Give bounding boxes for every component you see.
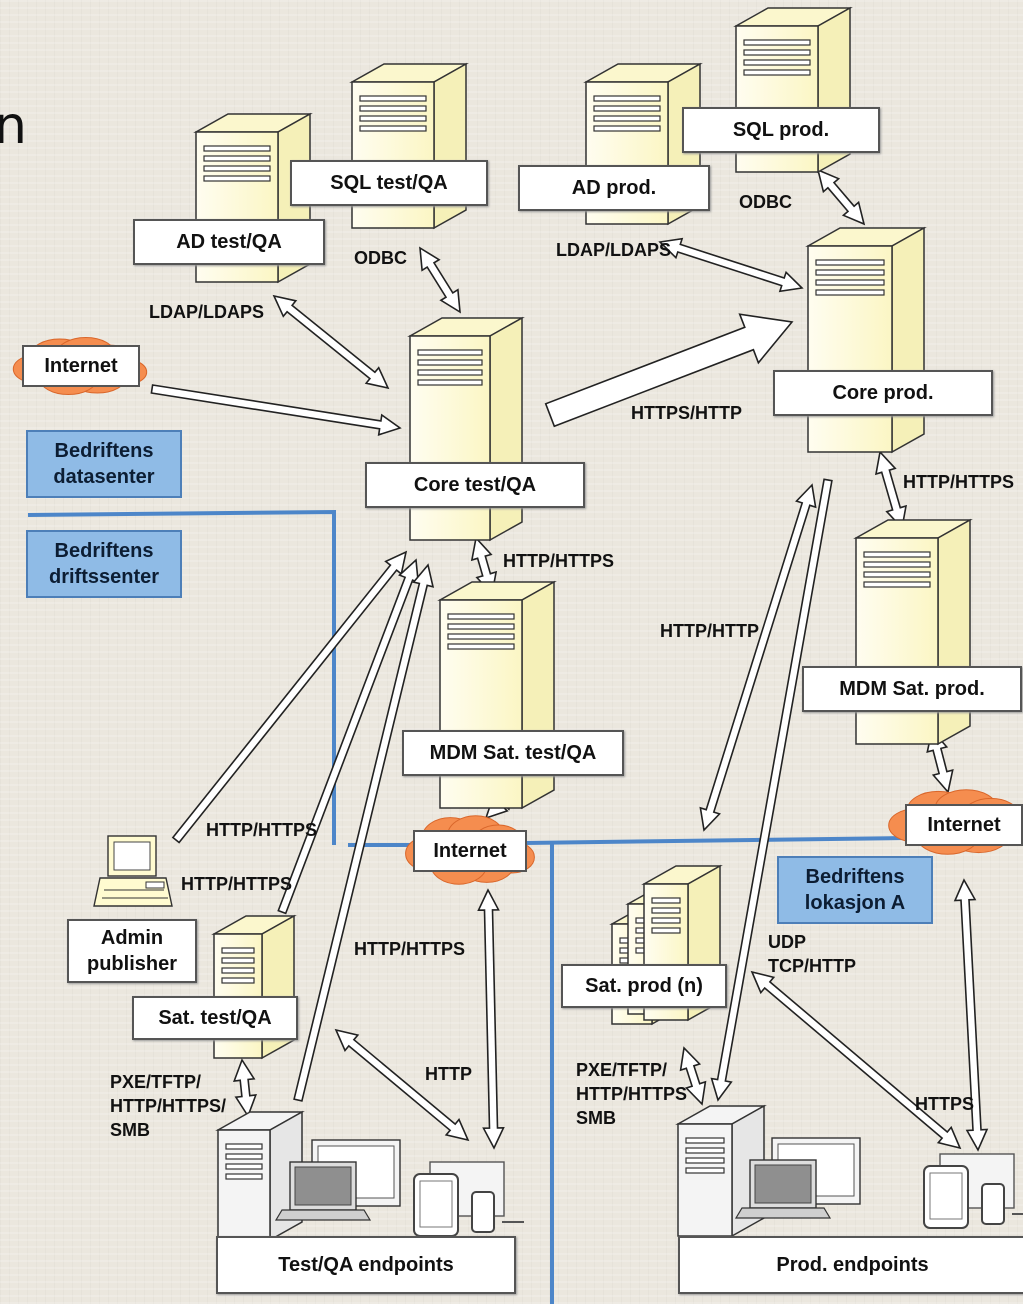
- pxe-test-line1: PXE/TFTP/: [110, 1072, 202, 1092]
- arrow-sqlprod-core: [816, 168, 866, 226]
- pxe-prod-line3: SMB: [576, 1108, 616, 1128]
- zone-driftssenter-line2: driftssenter: [48, 566, 160, 588]
- mdm-sat-prod-label: MDM Sat. prod.: [802, 666, 1022, 712]
- protocol-http-test: HTTP: [425, 1064, 472, 1084]
- zone-driftssenter-line1: Bedriftens: [54, 540, 154, 562]
- zone-lokasjon: Bedriftens lokasjon A: [777, 856, 933, 924]
- admin-line1: Admin: [100, 927, 164, 949]
- protocol-http-https-core-test: HTTP/HTTPS: [503, 551, 614, 571]
- protocol-pxe-prod: PXE/TFTP/ HTTP/HTTPS SMB: [576, 1058, 687, 1130]
- internet-left-label: Internet: [22, 345, 140, 387]
- protocol-http-https-admin1: HTTP/HTTPS: [206, 820, 317, 840]
- udp-line2: TCP/HTTP: [768, 956, 856, 976]
- arrow-internet-endpoints-prod: [953, 878, 989, 1152]
- prod-tablet-phone-icon: [923, 1153, 1023, 1229]
- arrow-endpoints-coreprod: [710, 478, 833, 1102]
- test-tablet-phone-icon: [413, 1161, 524, 1237]
- arrow-internet-endpoints-test: [477, 888, 505, 1150]
- arrow-adtest-core: [272, 294, 390, 390]
- pxe-prod-line1: PXE/TFTP/: [576, 1060, 668, 1080]
- title-fragment: n: [0, 96, 27, 156]
- sat-test-label: Sat. test/QA: [132, 996, 298, 1040]
- protocol-http-https-admin2: HTTP/HTTPS: [181, 874, 292, 894]
- arrow-admin-core: [171, 550, 408, 844]
- server-core-prod-icon: [805, 226, 927, 454]
- admin-computer-icon: [93, 835, 173, 907]
- ad-test-label: AD test/QA: [133, 219, 325, 265]
- protocol-http-https-core-prod: HTTP/HTTPS: [903, 472, 1014, 492]
- protocol-odbc-test: ODBC: [354, 248, 407, 268]
- arrow-sat-pxe-test: [232, 1058, 258, 1118]
- prod-laptop-monitor-icon: [734, 1137, 861, 1219]
- sat-prod-label: Sat. prod (n): [561, 964, 727, 1008]
- zone-line-driftssenter: [27, 509, 336, 845]
- test-laptop-monitor-icon: [274, 1139, 401, 1221]
- arrow-coreprod-satprod: [699, 483, 817, 832]
- arrow-internet-core: [150, 384, 402, 436]
- sql-test-label: SQL test/QA: [290, 160, 488, 206]
- protocol-ldap-test: LDAP/LDAPS: [149, 302, 265, 322]
- arrow-sat-endpoints-test: [334, 1028, 470, 1142]
- zone-boundaries: [27, 509, 906, 1304]
- pxe-test-line3: SMB: [110, 1120, 150, 1140]
- test-endpoints-label: Test/QA endpoints: [216, 1236, 516, 1294]
- ad-prod-label: AD prod.: [518, 165, 710, 211]
- arrow-udp-endpoints: [750, 970, 962, 1150]
- core-prod-label: Core prod.: [773, 370, 993, 416]
- device-icons: [93, 835, 1023, 1237]
- zone-datasenter: Bedriftens datasenter: [26, 430, 182, 498]
- protocol-odbc-prod: ODBC: [739, 192, 792, 212]
- internet-middle-label: Internet: [413, 830, 527, 872]
- prod-endpoints-label: Prod. endpoints: [678, 1236, 1023, 1294]
- pxe-prod-line2: HTTP/HTTPS: [576, 1084, 687, 1104]
- sql-prod-label: SQL prod.: [682, 107, 880, 153]
- zone-line-lokasjon: [524, 836, 906, 845]
- zone-driftssenter: Bedriftens driftssenter: [26, 530, 182, 598]
- zone-datasenter-line2: datasenter: [53, 466, 155, 488]
- internet-right-label: Internet: [905, 804, 1023, 846]
- arrow-sqltest-core: [419, 246, 461, 314]
- arrow-coreprod-mdm: [874, 450, 908, 530]
- admin-line2: publisher: [86, 953, 177, 975]
- protocol-pxe-test: PXE/TFTP/ HTTP/HTTPS/ SMB: [110, 1070, 226, 1142]
- connection-arrows: [150, 168, 989, 1152]
- arrow-coretest-coreprod: [544, 313, 794, 428]
- protocol-https-http-core: HTTPS/HTTP: [631, 403, 742, 423]
- arrow-adprod-core: [658, 237, 804, 293]
- protocol-http-https-mid: HTTP/HTTPS: [354, 939, 465, 959]
- protocol-http-http-prod: HTTP/HTTP: [660, 621, 759, 641]
- zone-datasenter-line1: Bedriftens: [54, 440, 154, 462]
- core-test-label: Core test/QA: [365, 462, 585, 508]
- protocol-udp-tcp: UDP TCP/HTTP: [768, 930, 856, 978]
- arrow-endpoints-core: [293, 563, 435, 1102]
- udp-line1: UDP: [768, 932, 807, 952]
- arrow-satprod-pxe: [679, 1046, 707, 1106]
- admin-publisher-label: Admin publisher: [67, 919, 197, 983]
- zone-lokasjon-line2: lokasjon A: [804, 892, 906, 914]
- protocol-https-prod: HTTPS: [915, 1094, 975, 1114]
- zone-lokasjon-line1: Bedriftens: [805, 866, 905, 888]
- server-test-endpoint-icon: [215, 1110, 305, 1242]
- arrow-satest-core: [277, 558, 420, 915]
- mdm-sat-test-label: MDM Sat. test/QA: [402, 730, 624, 776]
- protocol-ldap-prod: LDAP/LDAPS: [556, 240, 672, 260]
- pxe-test-line2: HTTP/HTTPS/: [110, 1096, 226, 1116]
